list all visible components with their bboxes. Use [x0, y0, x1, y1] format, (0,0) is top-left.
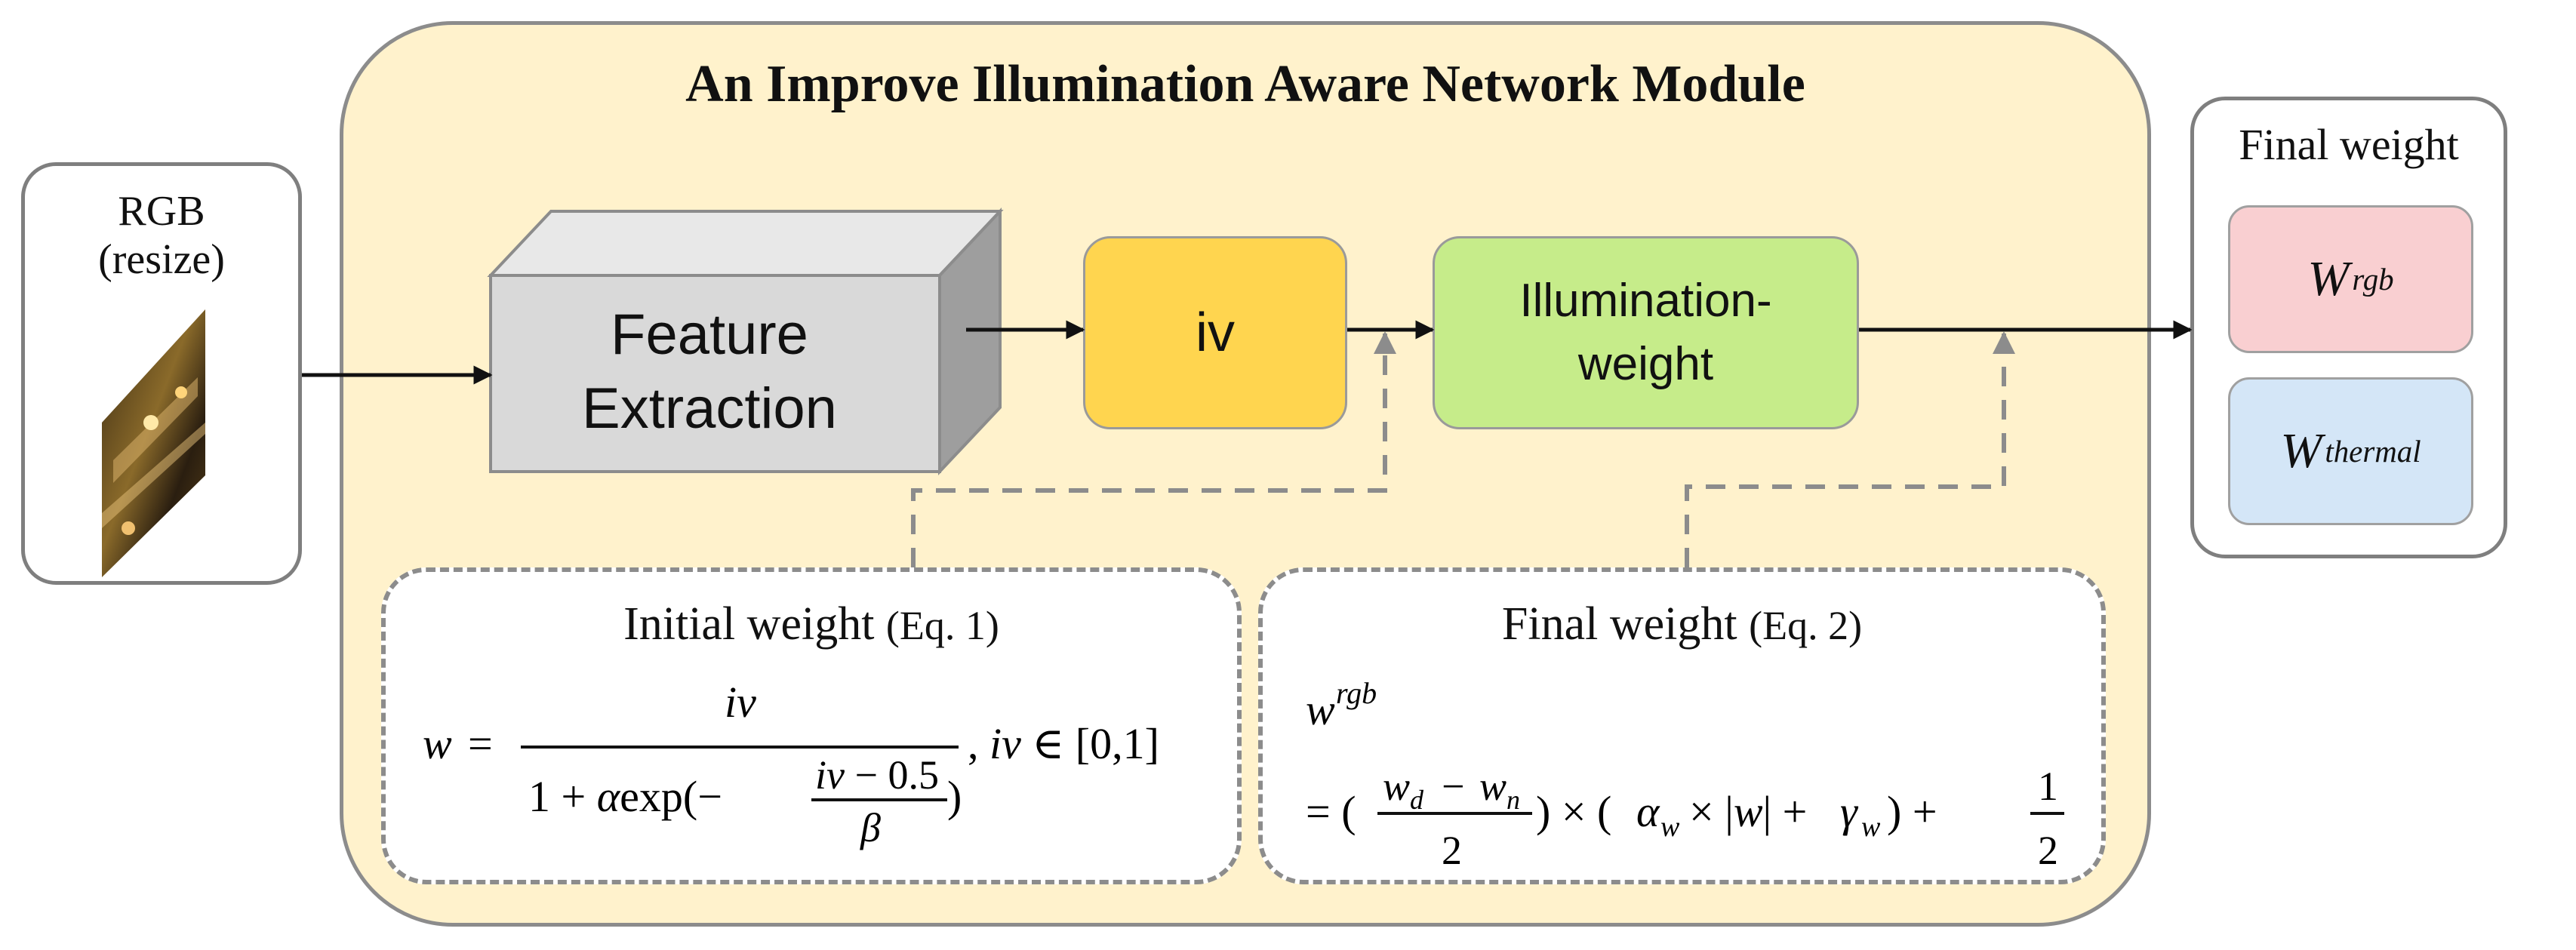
svg-text:w: w [1660, 811, 1680, 843]
final-weight-label: Final weight [1501, 598, 1737, 650]
svg-text:= (: = ( [1306, 787, 1356, 836]
initial-weight-title: Initial weight (Eq. 1) [386, 598, 1237, 651]
initial-weight-equation-box: Initial weight (Eq. 1) [381, 567, 1242, 884]
w-thermal-sup: thermal [2325, 434, 2421, 469]
initial-weight-label: Initial weight [623, 598, 875, 650]
svg-text:iv: iv [725, 678, 756, 727]
eq2-ref: (Eq. 2) [1749, 603, 1863, 648]
feature-extraction-label: Feature Extraction [491, 298, 928, 446]
svg-text:2: 2 [2038, 828, 2058, 873]
w-thermal-base: W [2280, 423, 2322, 478]
module-title: An Improve Illumination Aware Network Mo… [685, 55, 1805, 113]
iv-box: iv [1083, 236, 1347, 429]
svg-text:w: w [423, 719, 452, 768]
w-rgb-sup: rgb [2352, 262, 2394, 297]
svg-text:1: 1 [2038, 764, 2058, 809]
feature-extraction-cube [487, 207, 1004, 476]
svg-text:): ) [947, 772, 962, 821]
rgb-input-title: RGB (resize) [21, 187, 302, 284]
equation-2: w rgb = ( w d − w n 2 ) × ( α w × |w| + … [1306, 676, 2064, 873]
rgb-night-image [102, 309, 205, 577]
dashed-connector-eq2 [1685, 331, 2015, 567]
svg-text:d: d [1410, 785, 1424, 815]
svg-text:1 + αexp(−: 1 + αexp(− [528, 772, 722, 821]
svg-text:) +: ) + [1887, 787, 1937, 836]
svg-text:=: = [468, 719, 493, 768]
svg-text:w: w [1861, 811, 1881, 843]
fe-line1: Feature [611, 303, 808, 367]
svg-text:rgb: rgb [1336, 676, 1377, 710]
svg-text:w: w [1383, 764, 1410, 809]
final-weight-equation-box: Final weight (Eq. 2) [1258, 567, 2106, 884]
svg-text:) × (: ) × ( [1536, 787, 1611, 836]
svg-text:γ: γ [1840, 787, 1859, 836]
svg-text:iv − 0.5: iv − 0.5 [815, 752, 939, 798]
svg-text:2: 2 [1442, 828, 1462, 873]
svg-text:× |w| +: × |w| + [1689, 787, 1807, 836]
svg-text:w: w [1306, 685, 1335, 734]
final-weight-panel-title: Final weight [2239, 120, 2459, 169]
svg-text:n: n [1507, 785, 1520, 815]
svg-text:α: α [1636, 787, 1660, 836]
illumination-weight-box: Illumination- weight [1433, 236, 1859, 429]
rgb-title-line2: (resize) [98, 236, 225, 283]
rgb-title-line1: RGB [118, 188, 205, 235]
fe-line2: Extraction [582, 377, 837, 441]
svg-text:w: w [1479, 764, 1507, 809]
illum-line2: weight [1577, 338, 1714, 390]
svg-text:β: β [860, 805, 881, 850]
equation-1: w = iv 1 + αexp(− iv − 0.5 β ) , iv ∈ [0… [423, 678, 1159, 850]
eq1-ref: (Eq. 1) [885, 603, 999, 648]
svg-text:, iv ∈ [0,1]: , iv ∈ [0,1] [968, 719, 1159, 768]
illum-line1: Illumination- [1519, 275, 1772, 327]
w-rgb-base: W [2307, 251, 2350, 306]
dashed-connector-eq1 [911, 331, 1396, 567]
final-weight-title: Final weight (Eq. 2) [1263, 598, 2101, 651]
svg-text:−: − [1442, 764, 1464, 809]
